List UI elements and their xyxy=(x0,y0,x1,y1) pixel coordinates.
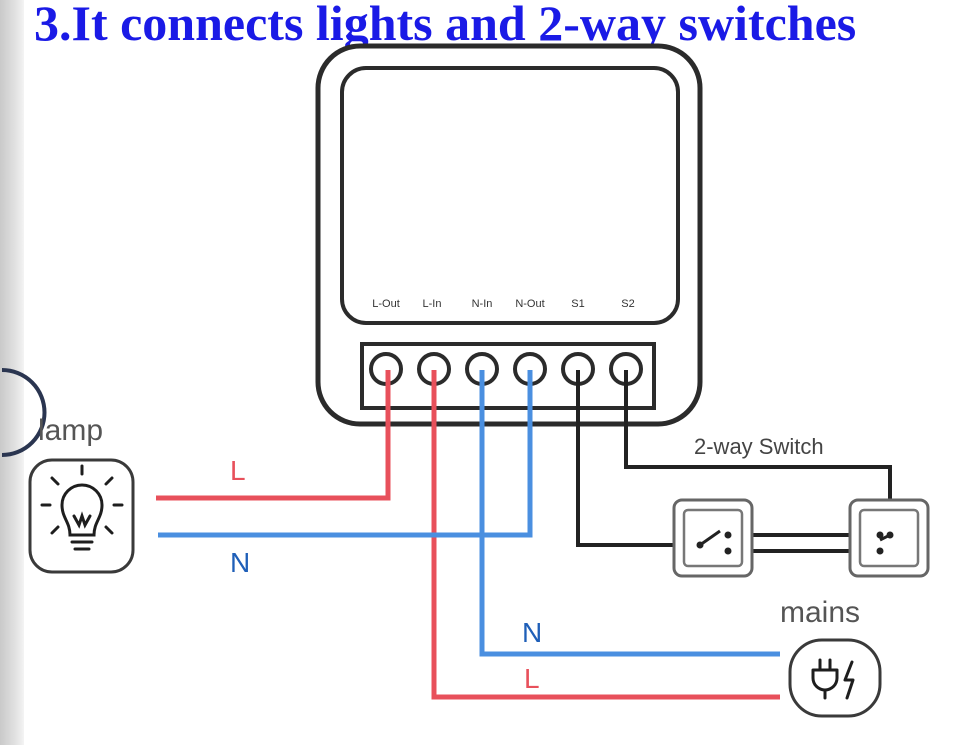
mains-live-label: L xyxy=(524,663,540,694)
terminal-label-s1: S1 xyxy=(571,298,584,310)
lamp-label: lamp xyxy=(38,414,103,447)
lamp-live-label: L xyxy=(230,455,246,486)
lamp-neutral-label: N xyxy=(230,547,250,578)
mains-neutral-label: N xyxy=(522,617,542,648)
s1-wire xyxy=(576,370,700,547)
lamp-box xyxy=(28,458,135,574)
mains-box xyxy=(788,638,882,718)
lamp-neutral-wire xyxy=(158,370,533,538)
terminal-label-l-in: L-In xyxy=(423,298,442,310)
terminal-block xyxy=(360,342,656,410)
edge-circle-fragment xyxy=(1,368,47,457)
mains-neutral-wire xyxy=(479,370,780,657)
terminal-labels: L-Out L-In N-In N-Out S1 S2 xyxy=(372,298,634,310)
two-way-switch-1 xyxy=(672,498,754,578)
mains-label: mains xyxy=(780,596,860,629)
mains-live-wire xyxy=(431,370,780,700)
diagram-title: 3.It connects lights and 2-way switches xyxy=(34,0,857,51)
terminal-label-n-in: N-In xyxy=(472,298,493,310)
terminal-label-n-out: N-Out xyxy=(515,298,544,310)
terminal-label-l-out: L-Out xyxy=(372,298,400,310)
module-face xyxy=(340,66,680,325)
terminal-label-s2: S2 xyxy=(621,298,634,310)
plug-icon xyxy=(811,658,855,700)
switch-label: 2-way Switch xyxy=(694,434,824,459)
lamp-live-wire xyxy=(156,370,391,501)
light-bulb-icon xyxy=(40,464,124,551)
two-way-switch-2 xyxy=(848,498,930,578)
